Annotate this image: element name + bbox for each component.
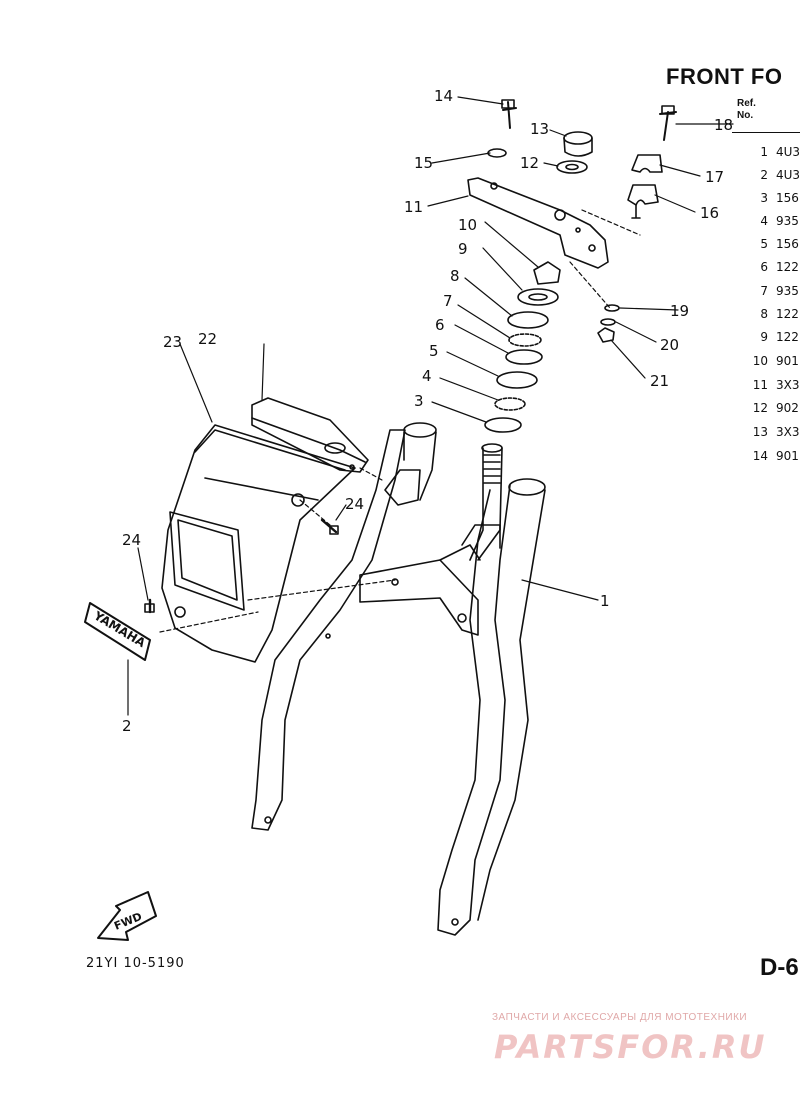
callout-4: 4 — [422, 367, 432, 385]
ref-no: 5 — [760, 237, 768, 251]
part-no: 935 — [776, 214, 799, 228]
callout-13: 13 — [530, 120, 549, 138]
watermark-logo: PARTSFOR.RU — [494, 1028, 767, 1066]
part-no: 122 — [776, 260, 799, 274]
part-no: 901 — [776, 449, 799, 463]
part-no: 902 — [776, 401, 799, 415]
part-no: 122 — [776, 307, 799, 321]
table-row: 8 122 — [748, 307, 799, 321]
ref-no: 12 — [752, 401, 768, 415]
ref-no: 3 — [760, 191, 768, 205]
callout-11: 11 — [404, 198, 423, 216]
page-title: FRONT FO — [666, 64, 783, 89]
part-no: 4U3 — [776, 168, 800, 182]
table-row: 7 935 — [748, 284, 799, 298]
table-row: 12 902 — [748, 401, 799, 415]
table-row: 9 122 — [748, 330, 799, 344]
callout-12: 12 — [520, 154, 539, 172]
part-no: 935 — [776, 284, 799, 298]
ref-no: 7 — [760, 284, 768, 298]
table-header-rule — [732, 132, 800, 133]
ref-no: 8 — [760, 307, 768, 321]
callout-20: 20 — [660, 336, 679, 354]
ref-no: 1 — [760, 145, 768, 159]
table-row: 14 901 — [748, 449, 799, 463]
callout-24-upper: 24 — [345, 495, 364, 513]
ref-no: 14 — [752, 449, 768, 463]
callout-6: 6 — [435, 316, 445, 334]
ref-no: 6 — [760, 260, 768, 274]
watermark-tagline: ЗАПЧАСТИ И АКСЕССУАРЫ ДЛЯ МОТОТЕХНИКИ — [492, 1012, 748, 1023]
part-no: 901 — [776, 354, 799, 368]
emblem: YAMAHA — [84, 602, 151, 661]
callout-17: 17 — [705, 168, 724, 186]
headlight-cover — [251, 397, 369, 473]
table-row: 11 3X3 — [748, 378, 800, 392]
callout-3: 3 — [414, 392, 424, 410]
ref-no: 13 — [752, 425, 768, 439]
callout-2: 2 — [122, 717, 132, 735]
callout-21: 21 — [650, 372, 669, 390]
callout-1: 1 — [600, 592, 610, 610]
table-row: 6 122 — [748, 260, 799, 274]
ref-no: 9 — [760, 330, 768, 344]
headlight-cowl — [161, 424, 356, 663]
callout-18: 18 — [714, 116, 733, 134]
fork-frame — [251, 422, 546, 936]
page-number: D-6 — [760, 954, 799, 981]
callout-22: 22 — [198, 330, 217, 348]
table-row: 4 935 — [748, 214, 799, 228]
part-no: 156 — [776, 237, 799, 251]
handlebar-clamp-parts — [597, 105, 677, 343]
callout-23: 23 — [163, 333, 182, 351]
leader-lines — [127, 96, 734, 716]
table-row: 1 4U3 — [748, 145, 800, 159]
part-no: 4U3 — [776, 145, 800, 159]
fwd-arrow: FWD — [97, 891, 157, 941]
part-no: 156 — [776, 191, 799, 205]
drawing-code: 21YI 10-5190 — [86, 956, 185, 971]
ref-no: 10 — [752, 354, 768, 368]
callout-numbers: 14 13 15 12 11 10 9 8 7 6 5 4 3 18 17 16… — [122, 87, 733, 735]
callout-15: 15 — [414, 154, 433, 172]
screws — [144, 518, 339, 614]
table-header-ref-label: Ref. — [737, 98, 756, 109]
table-row: 10 901 — [748, 354, 799, 368]
callout-9: 9 — [458, 240, 468, 258]
table-row: 5 156 — [748, 237, 799, 251]
callout-24-lower: 24 — [122, 531, 141, 549]
part-no: 3X3 — [776, 378, 800, 392]
callout-7: 7 — [443, 292, 453, 310]
table-header-ref: Ref. No. — [737, 98, 756, 122]
part-no: 122 — [776, 330, 799, 344]
callout-14: 14 — [434, 87, 453, 105]
ref-no: 2 — [760, 168, 768, 182]
table-row: 3 156 — [748, 191, 799, 205]
callout-19: 19 — [670, 302, 689, 320]
callout-10: 10 — [458, 216, 477, 234]
ref-no: 11 — [752, 378, 768, 392]
bearing-stack — [484, 99, 593, 433]
upper-bracket — [467, 177, 609, 269]
table-header-no-label: No. — [737, 110, 754, 121]
ref-no: 4 — [760, 214, 768, 228]
table-row: 13 3X3 — [748, 425, 800, 439]
part-no: 3X3 — [776, 425, 800, 439]
callout-5: 5 — [429, 342, 439, 360]
callout-8: 8 — [450, 267, 460, 285]
table-row: 2 4U3 — [748, 168, 800, 182]
callout-16: 16 — [700, 204, 719, 222]
